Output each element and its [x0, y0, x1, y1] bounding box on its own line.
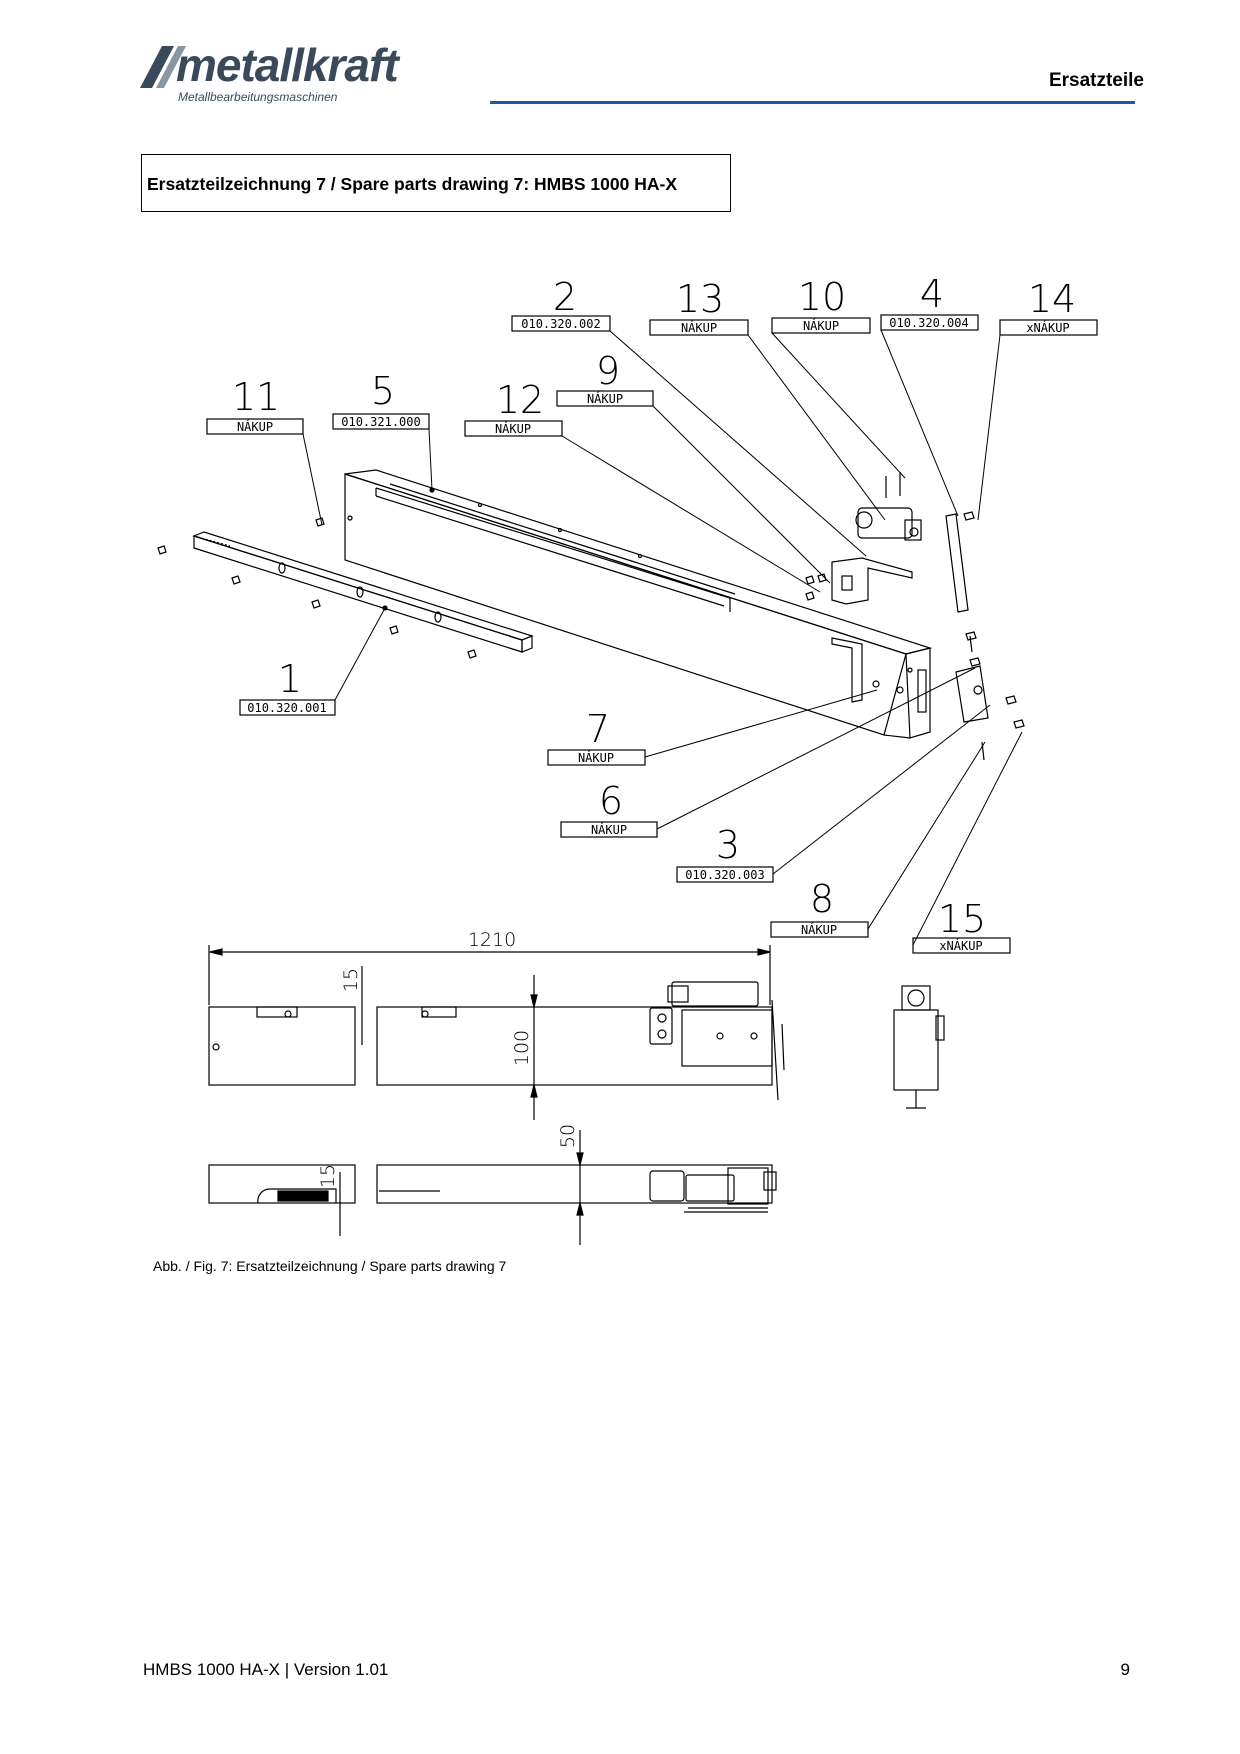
drawing-title-box: Ersatzteilzeichnung 7 / Spare parts draw… — [141, 154, 731, 212]
part-number: 13 — [676, 277, 724, 321]
end-plate — [955, 665, 989, 723]
part-tag-8: 8 NÁKUP — [770, 877, 869, 938]
ruler-rail — [192, 531, 534, 653]
screws — [157, 472, 1025, 761]
footer-model-version: HMBS 1000 HA-X | Version 1.01 — [143, 1660, 389, 1679]
part-number: 4 — [920, 272, 944, 316]
part-number: 12 — [496, 378, 544, 422]
part-tag-10: 10 NÁKUP — [771, 275, 871, 334]
metallkraft-logo: metallkraft Metallbearbeitungsmaschinen — [140, 39, 470, 106]
part-tag-7: 7 NÁKUP — [547, 707, 646, 766]
part-code: NÁKUP — [237, 419, 273, 434]
part-code: xNÁKUP — [1026, 320, 1069, 335]
drawing-title: Ersatzteilzeichnung 7 / Spare parts draw… — [147, 174, 677, 194]
page-number: 9 — [1120, 1660, 1130, 1679]
part-number: 7 — [586, 707, 610, 751]
part-tag-5: 5 010.321.000 — [332, 369, 430, 430]
part-number: 9 — [596, 349, 620, 393]
part-number: 2 — [553, 275, 577, 319]
part-number: 14 — [1028, 277, 1076, 321]
part-code: NÁKUP — [681, 320, 717, 335]
spare-parts-drawing: 2 010.320.002 13 NÁKUP 10 NÁKUP 4 010.32… — [157, 272, 1098, 1245]
part-tag-4: 4 010.320.004 — [880, 272, 979, 331]
logo-subtitle: Metallbearbeitungsmaschinen — [178, 90, 338, 104]
front-view — [208, 945, 785, 1120]
side-view — [893, 985, 945, 1109]
figure-caption: Abb. / Fig. 7: Ersatzteilzeichnung / Spa… — [153, 1258, 507, 1274]
part-number: 5 — [371, 369, 395, 413]
part-code: 010.321.000 — [341, 415, 420, 429]
part-tag-3: 3 010.320.003 — [676, 823, 774, 883]
part-tag-9: 9 NÁKUP — [556, 349, 654, 407]
part-code: 010.320.002 — [521, 317, 600, 331]
part-code: NÁKUP — [803, 318, 839, 333]
part-number: 6 — [599, 779, 623, 823]
dimension-50: 50 — [557, 1124, 579, 1148]
dimension-15-top: 15 — [340, 968, 362, 992]
dimension-100: 100 — [511, 1030, 533, 1066]
part-tag-13: 13 NÁKUP — [649, 277, 749, 336]
leader-lines — [302, 329, 1023, 946]
part-code: 010.320.003 — [685, 868, 764, 882]
part-tag-11: 11 NÁKUP — [206, 375, 304, 435]
dimension-length: 1210 — [468, 929, 516, 951]
part-code: 010.320.001 — [247, 701, 326, 715]
part-number: 1 — [278, 657, 302, 701]
main-housing — [344, 469, 933, 739]
bracket — [831, 557, 913, 605]
header-rule — [490, 101, 1135, 104]
part-tag-1: 1 010.320.001 — [239, 657, 336, 716]
part-code: NÁKUP — [578, 750, 614, 765]
logo-wordmark: metallkraft — [176, 39, 399, 91]
part-number: 10 — [798, 275, 846, 319]
part-number: 8 — [810, 877, 834, 921]
exploded-view — [157, 469, 1025, 761]
part-tag-6: 6 NÁKUP — [560, 779, 658, 838]
logo-mark-icon — [140, 46, 186, 88]
part-tag-2: 2 010.320.002 — [511, 275, 611, 332]
section-title: Ersatzteile — [1048, 70, 1144, 91]
part-tag-15: 15 xNÁKUP — [912, 897, 1011, 954]
part-code: xNÁKUP — [939, 938, 982, 953]
dimension-15-bottom: 15 — [317, 1164, 339, 1188]
part-tag-12: 12 NÁKUP — [464, 378, 563, 437]
part-code: NÁKUP — [495, 421, 531, 436]
part-code: 010.320.004 — [889, 316, 968, 330]
part-tag-14: 14 xNÁKUP — [999, 277, 1098, 336]
stop-bar — [945, 513, 969, 613]
part-code: NÁKUP — [801, 922, 837, 937]
part-code: NÁKUP — [591, 822, 627, 837]
part-number: 15 — [938, 897, 986, 941]
top-view — [208, 1130, 777, 1245]
part-code: NÁKUP — [587, 391, 623, 406]
limit-switch — [855, 507, 922, 541]
part-number: 11 — [232, 375, 280, 419]
part-number: 3 — [716, 823, 740, 867]
